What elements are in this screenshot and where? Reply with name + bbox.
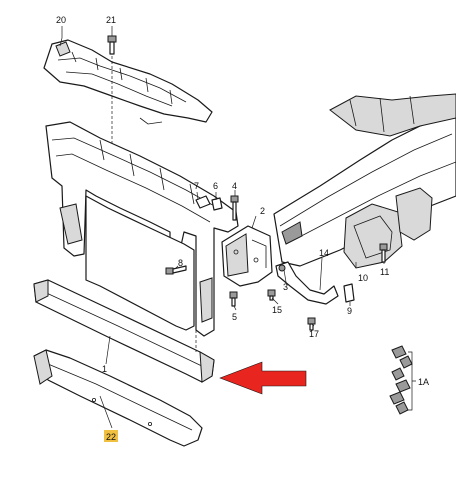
callout-1: 1 (102, 364, 107, 374)
part-22-highlight (104, 430, 118, 442)
callout-8: 8 (178, 258, 183, 268)
callout-20: 20 (56, 15, 66, 25)
clip-7 (195, 195, 211, 209)
bolt-5 (229, 291, 238, 307)
callout-2: 2 (260, 206, 265, 216)
callout-17: 17 (309, 329, 319, 339)
callout-6: 6 (213, 181, 218, 191)
upper-cover-panel (43, 39, 213, 125)
callout-3: 3 (283, 282, 288, 292)
bolt-8 (165, 265, 187, 275)
callout-14: 14 (319, 248, 329, 258)
callout-4: 4 (232, 181, 237, 191)
clip-6 (211, 197, 223, 211)
callout-5: 5 (232, 312, 237, 322)
arrow-left-icon (219, 361, 307, 395)
bolt-4 (230, 195, 239, 221)
callout-9: 9 (347, 306, 352, 316)
impact-absorber (33, 349, 203, 447)
small-parts-set (389, 345, 416, 415)
callout-22: 22 (106, 432, 116, 442)
callout-21: 21 (106, 15, 116, 25)
screw-21 (107, 35, 117, 160)
callout-15: 15 (272, 305, 282, 315)
callout-11: 11 (380, 267, 389, 277)
clip-9 (343, 283, 355, 303)
side-member-structure (273, 93, 456, 269)
bracket-plate (221, 225, 273, 287)
bolt-11 (379, 243, 388, 263)
bumper-beam (33, 279, 215, 383)
callout-1a: 1A (418, 377, 429, 387)
callout-10: 10 (358, 273, 368, 283)
lock-carrier-frame (45, 121, 239, 337)
callout-labels: 20 21 7 6 4 2 8 3 14 5 15 9 10 11 17 1 1… (56, 15, 429, 442)
cable-bracket (275, 261, 339, 305)
bolt-15 (267, 289, 276, 301)
leader-lines (59, 26, 385, 429)
callout-7: 7 (194, 181, 199, 191)
